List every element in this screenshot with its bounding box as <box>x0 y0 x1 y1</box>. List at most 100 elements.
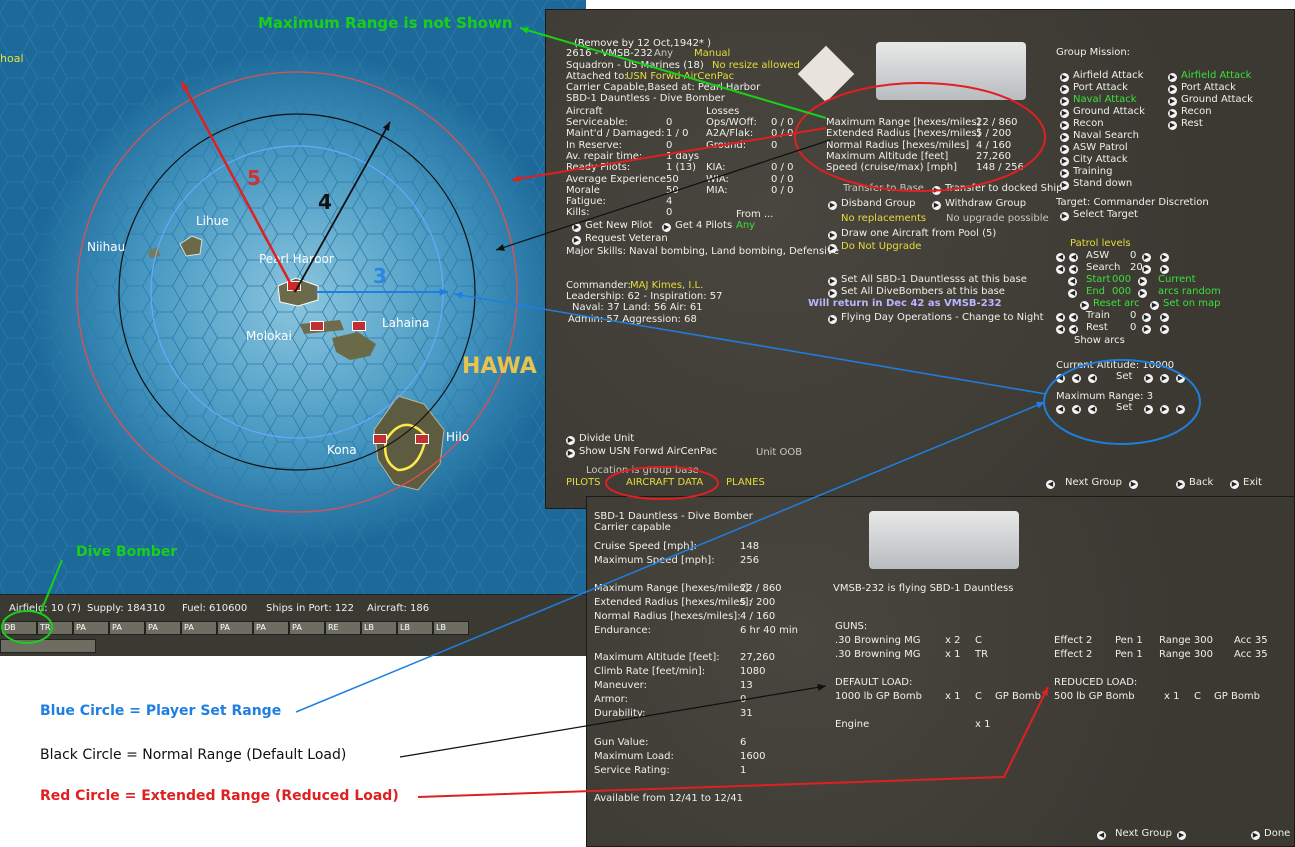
mission-option[interactable]: ▶Ground Attack <box>1060 106 1145 118</box>
get-4-pilots-button[interactable]: ▶Get 4 Pilots <box>662 220 732 232</box>
train-level-inc[interactable]: ▶ <box>1142 310 1151 322</box>
next-group-prev[interactable]: ◀ <box>1046 477 1055 489</box>
transfer-base-button[interactable]: Transfer to Base <box>843 183 924 194</box>
commander-name[interactable]: MAJ Kimes, I.L. <box>630 280 704 291</box>
alt-dec3[interactable]: ◀ <box>1056 371 1065 383</box>
mission-option[interactable]: ▶City Attack <box>1060 154 1128 166</box>
mission-option[interactable]: ▶Port Attack <box>1060 82 1128 94</box>
alt-inc2[interactable]: ▶ <box>1160 371 1169 383</box>
request-veteran-button[interactable]: ▶Request Veteran <box>572 233 668 245</box>
unit-chip[interactable]: LB <box>397 621 433 635</box>
next-group-next[interactable]: ▶ <box>1129 477 1138 489</box>
ap-next-group-prev[interactable]: ◀ <box>1097 828 1106 840</box>
select-target-button[interactable]: ▶Select Target <box>1060 209 1138 221</box>
mission-option[interactable]: ▶Stand down <box>1060 178 1132 190</box>
mission-option-right[interactable]: ▶Port Attack <box>1168 82 1236 94</box>
unit-chip[interactable]: RE <box>325 621 361 635</box>
show-arcs-button[interactable]: Show arcs <box>1074 335 1125 346</box>
group-manual[interactable]: Manual <box>694 48 731 59</box>
set-on-map-button[interactable]: ▶Set on map <box>1150 298 1220 310</box>
flying-day-ops-button[interactable]: ▶Flying Day Operations - Change to Night <box>828 312 1044 324</box>
end-inc[interactable]: ▶ <box>1138 286 1147 298</box>
asw-level-inc2[interactable]: ▶ <box>1160 250 1169 262</box>
us-flag-icon[interactable] <box>287 281 301 291</box>
unit-chip[interactable]: PA <box>253 621 289 635</box>
search-level-dec[interactable]: ◀ <box>1069 262 1078 274</box>
unit-chip[interactable]: PA <box>109 621 145 635</box>
from-any[interactable]: Any <box>736 220 756 231</box>
divide-unit-button[interactable]: ▶Divide Unit <box>566 433 634 445</box>
asw-level-dec2[interactable]: ◀ <box>1056 250 1065 262</box>
unit-chip[interactable]: LB <box>361 621 397 635</box>
search-level-inc2[interactable]: ▶ <box>1160 262 1169 274</box>
rest-level-dec2[interactable]: ◀ <box>1056 322 1065 334</box>
unit-chip[interactable]: PA <box>181 621 217 635</box>
exit-button[interactable]: ▶Exit <box>1230 477 1262 489</box>
end-dec[interactable]: ◀ <box>1068 286 1077 298</box>
range-dec3[interactable]: ◀ <box>1056 402 1065 414</box>
show-usn-button[interactable]: ▶Show USN Forwd AirCenPac <box>566 446 717 458</box>
us-flag-icon[interactable] <box>352 321 366 331</box>
range-inc2[interactable]: ▶ <box>1160 402 1169 414</box>
asw-level-inc[interactable]: ▶ <box>1142 250 1151 262</box>
ap-next-group-next[interactable]: ▶ <box>1177 828 1186 840</box>
unit-chip[interactable]: PA <box>289 621 325 635</box>
mission-option-right[interactable]: ▶Recon <box>1168 106 1212 118</box>
us-flag-icon[interactable] <box>415 434 429 444</box>
range-dec[interactable]: ◀ <box>1088 402 1097 414</box>
transfer-ship-button[interactable]: ▶Transfer to docked Ship <box>932 183 1063 195</box>
unit-chip[interactable]: DB <box>1 621 37 635</box>
mission-option[interactable]: ▶ASW Patrol <box>1060 142 1128 154</box>
unit-chip[interactable]: PA <box>145 621 181 635</box>
search-level-dec2[interactable]: ◀ <box>1056 262 1065 274</box>
alt-dec[interactable]: ◀ <box>1088 371 1097 383</box>
train-level-dec2[interactable]: ◀ <box>1056 310 1065 322</box>
mission-option[interactable]: ▶Airfield Attack <box>1060 70 1143 82</box>
tab-planes[interactable]: PLANES <box>726 477 765 488</box>
alt-inc3[interactable]: ▶ <box>1176 371 1185 383</box>
alt-inc[interactable]: ▶ <box>1144 371 1153 383</box>
do-not-upgrade-button[interactable]: ▶Do Not Upgrade <box>828 241 921 253</box>
mission-option[interactable]: ▶Training <box>1060 166 1112 178</box>
mission-option-right[interactable]: ▶Rest <box>1168 118 1203 130</box>
unit-oob-button[interactable]: Unit OOB <box>756 447 803 458</box>
withdraw-group-button[interactable]: ▶Withdraw Group <box>932 198 1026 210</box>
mission-option-right[interactable]: ▶Airfield Attack <box>1168 70 1251 82</box>
disband-group-button[interactable]: ▶Disband Group <box>828 198 915 210</box>
done-button[interactable]: ▶Done <box>1251 828 1290 840</box>
tab-aircraft-data[interactable]: AIRCRAFT DATA <box>626 477 704 488</box>
unit-chip[interactable]: PA <box>217 621 253 635</box>
asw-level-dec[interactable]: ◀ <box>1069 250 1078 262</box>
back-button[interactable]: ▶Back <box>1176 477 1213 489</box>
us-flag-icon[interactable] <box>373 434 387 444</box>
next-group-button[interactable]: Next Group <box>1065 477 1122 488</box>
rest-level-inc2[interactable]: ▶ <box>1160 322 1169 334</box>
ship-chip[interactable] <box>0 639 96 653</box>
range-inc3[interactable]: ▶ <box>1176 402 1185 414</box>
altitude-set-button[interactable]: Set <box>1116 371 1133 382</box>
reset-arc-button[interactable]: ▶Reset arc <box>1080 298 1140 310</box>
train-level-inc2[interactable]: ▶ <box>1160 310 1169 322</box>
rest-level-inc[interactable]: ▶ <box>1142 322 1151 334</box>
range-set-button[interactable]: Set <box>1116 402 1133 413</box>
mission-option[interactable]: ▶Naval Search <box>1060 130 1139 142</box>
mission-option[interactable]: ▶Recon <box>1060 118 1104 130</box>
range-inc[interactable]: ▶ <box>1144 402 1153 414</box>
unit-chip[interactable]: PA <box>73 621 109 635</box>
hex-map[interactable] <box>0 0 586 600</box>
start-dec[interactable]: ◀ <box>1068 274 1077 286</box>
set-all-divebombers-button[interactable]: ▶Set All DiveBombers at this base <box>828 286 1005 298</box>
mission-option-right[interactable]: ▶Ground Attack <box>1168 94 1253 106</box>
unit-chip[interactable]: TR <box>37 621 73 635</box>
tab-pilots[interactable]: PILOTS <box>566 477 601 488</box>
start-inc[interactable]: ▶ <box>1138 274 1147 286</box>
range-dec2[interactable]: ◀ <box>1072 402 1081 414</box>
draw-aircraft-button[interactable]: ▶Draw one Aircraft from Pool (5) <box>828 228 996 240</box>
mission-option[interactable]: ▶Naval Attack <box>1060 94 1137 106</box>
search-level-inc[interactable]: ▶ <box>1142 262 1151 274</box>
train-level-dec[interactable]: ◀ <box>1069 310 1078 322</box>
ap-next-group-button[interactable]: Next Group <box>1115 828 1172 839</box>
set-all-sbd-button[interactable]: ▶Set All SBD-1 Dauntlesss at this base <box>828 274 1027 286</box>
get-new-pilot-button[interactable]: ▶Get New Pilot <box>572 220 652 232</box>
alt-dec2[interactable]: ◀ <box>1072 371 1081 383</box>
